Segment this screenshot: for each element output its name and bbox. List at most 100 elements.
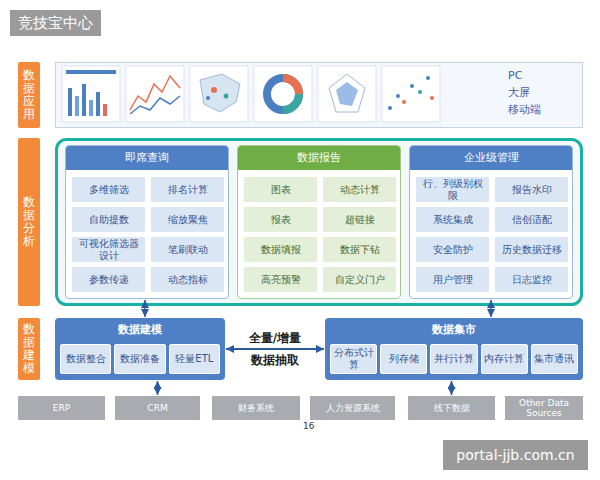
node-text: 系统集成 bbox=[433, 214, 473, 226]
feature-cell: 动态计算 bbox=[322, 176, 397, 203]
feature-cell: 轻量ETL bbox=[169, 344, 220, 374]
node-text: 移动端 bbox=[508, 103, 541, 117]
connector-arrow bbox=[490, 300, 492, 317]
app-panel-ground bbox=[55, 62, 583, 128]
feature-cell: 数据填报 bbox=[243, 236, 318, 263]
source-box: CRM bbox=[115, 396, 200, 420]
node-text: 排名计算 bbox=[168, 184, 208, 196]
node-text: 报表 bbox=[271, 214, 291, 226]
node-text: 日志监控 bbox=[512, 274, 552, 286]
analysis-frame bbox=[57, 140, 582, 305]
source-box: 财务系统 bbox=[212, 396, 300, 420]
node-text: 数据分析 bbox=[23, 196, 35, 249]
connector-arrow bbox=[157, 381, 159, 395]
connector-arrow bbox=[144, 300, 146, 317]
edge-label: 全量/增量 bbox=[247, 331, 303, 346]
node-text: 用户管理 bbox=[433, 274, 473, 286]
node-text: 数据下钻 bbox=[340, 244, 380, 256]
feature-cell: 缩放聚焦 bbox=[150, 206, 225, 233]
node-text: 动态计算 bbox=[340, 184, 380, 196]
node-text: 内存计算 bbox=[484, 353, 524, 365]
feature-column: 即席查询多维筛选 排名计算自助提数 缩放聚焦可视化筛选器设计 笔刷联动参数传递 动态指标 bbox=[65, 145, 229, 299]
connector-arrow bbox=[451, 381, 453, 395]
feature-cell: 高亮预警 bbox=[243, 266, 318, 293]
node-text: 数据填报 bbox=[261, 244, 301, 256]
node-text: 大屏 bbox=[508, 86, 541, 100]
feature-cell: 笔刷联动 bbox=[150, 236, 225, 263]
node-text: 参数传递 bbox=[89, 274, 129, 286]
source-box: Other Data Sources bbox=[505, 396, 583, 420]
node-text: Other Data Sources bbox=[508, 398, 580, 418]
source-box: 人力资源系统 bbox=[310, 396, 395, 420]
header-text: 数据集市 bbox=[325, 318, 583, 342]
feature-cell: 分布式计算 bbox=[330, 344, 377, 374]
source-box: 线下数据 bbox=[408, 396, 495, 420]
feature-cell: 历史数据迁移 bbox=[494, 236, 569, 263]
node-text: ERP bbox=[53, 403, 70, 413]
node-text: 动态指标 bbox=[168, 274, 208, 286]
node-text: 并行计算 bbox=[434, 353, 474, 365]
node-text: 图表 bbox=[271, 184, 291, 196]
feature-cell: 参数传递 bbox=[71, 266, 146, 293]
node-text: 笔刷联动 bbox=[168, 244, 208, 256]
node-text: 自定义门户 bbox=[335, 274, 385, 286]
feature-cell: 图表 bbox=[243, 176, 318, 203]
header-text: 数据建模 bbox=[55, 318, 225, 342]
feature-cell: 集市通讯 bbox=[531, 344, 578, 374]
feature-cell: 日志监控 bbox=[494, 266, 569, 293]
feature-cell: 信创适配 bbox=[494, 206, 569, 233]
feature-cell: 列存储 bbox=[380, 344, 427, 374]
source-box: ERP bbox=[18, 396, 105, 420]
feature-cell: 多维筛选 bbox=[71, 176, 146, 203]
node-text: 多维筛选 bbox=[89, 184, 129, 196]
node-text: CRM bbox=[147, 403, 167, 413]
node-text: 缩放聚焦 bbox=[168, 214, 208, 226]
feature-column: 数据报告图表动态计算报表超链接数据填报数据下钻高亮预警自定义门户 bbox=[237, 145, 401, 299]
node-text: 数据准备 bbox=[120, 353, 160, 365]
application-panel: PC 大屏移动端 bbox=[55, 62, 583, 128]
feature-cell: 可视化筛选器设计 bbox=[71, 236, 146, 263]
feature-cell: 系统集成 bbox=[415, 206, 490, 233]
flow-label: 数据抽取 bbox=[249, 353, 301, 368]
feature-cell: 数据准备 bbox=[114, 344, 165, 374]
node-text: 自助提数 bbox=[89, 214, 129, 226]
connector-arrow bbox=[226, 348, 324, 350]
node-text: 信创适配 bbox=[512, 214, 552, 226]
node-text: 超链接 bbox=[345, 214, 375, 226]
feature-column: 企业级管理行、列级别权限报告水印系统集成信创适配安全防护历史数据迁移用户管理日志… bbox=[409, 145, 573, 299]
node-text: 分布式计算 bbox=[333, 347, 374, 371]
node-text: 数据整合 bbox=[66, 353, 106, 365]
node-text: 可视化筛选器设计 bbox=[74, 238, 143, 262]
feature-cell: 动态指标 bbox=[150, 266, 225, 293]
feature-cell: 并行计算 bbox=[430, 344, 477, 374]
node-text: 人力资源系统 bbox=[326, 403, 380, 413]
node-text: PC bbox=[508, 69, 541, 83]
node-text: 数据应用 bbox=[23, 69, 35, 122]
node-text: 数据建模 bbox=[23, 323, 35, 376]
feature-cell: 自助提数 bbox=[71, 206, 146, 233]
header-text: 即席查询 bbox=[66, 146, 228, 170]
watermark: portal-jjb.com.cn bbox=[443, 440, 588, 470]
node-text: 高亮预警 bbox=[261, 274, 301, 286]
feature-cell: 报表 bbox=[243, 206, 318, 233]
feature-cell: 安全防护 bbox=[415, 236, 490, 263]
node-text: 财务系统 bbox=[238, 403, 274, 413]
section-band: 数据建模 bbox=[18, 318, 40, 380]
node-text: 线下数据 bbox=[434, 403, 470, 413]
node-text: 集市通讯 bbox=[534, 353, 574, 365]
node-text: 安全防护 bbox=[433, 244, 473, 256]
feature-cell: 超链接 bbox=[322, 206, 397, 233]
node-text: 报告水印 bbox=[512, 184, 552, 196]
node-text: 轻量ETL bbox=[175, 353, 213, 365]
device-list: PC 大屏移动端 bbox=[508, 69, 541, 117]
feature-cell: 用户管理 bbox=[415, 266, 490, 293]
page-number: 16 bbox=[303, 421, 314, 431]
node-text: 行、列级别权限 bbox=[418, 178, 487, 202]
feature-cell: 数据整合 bbox=[60, 344, 111, 374]
module-panel: 数据建模数据整合 数据准备 轻量ETL bbox=[55, 318, 225, 380]
module-panel: 数据集市分布式计算列存储并行计算内存计算集市通讯 bbox=[325, 318, 583, 380]
node-text: 历史数据迁移 bbox=[502, 244, 562, 256]
feature-cell: 内存计算 bbox=[481, 344, 528, 374]
feature-cell: 报告水印 bbox=[494, 176, 569, 203]
